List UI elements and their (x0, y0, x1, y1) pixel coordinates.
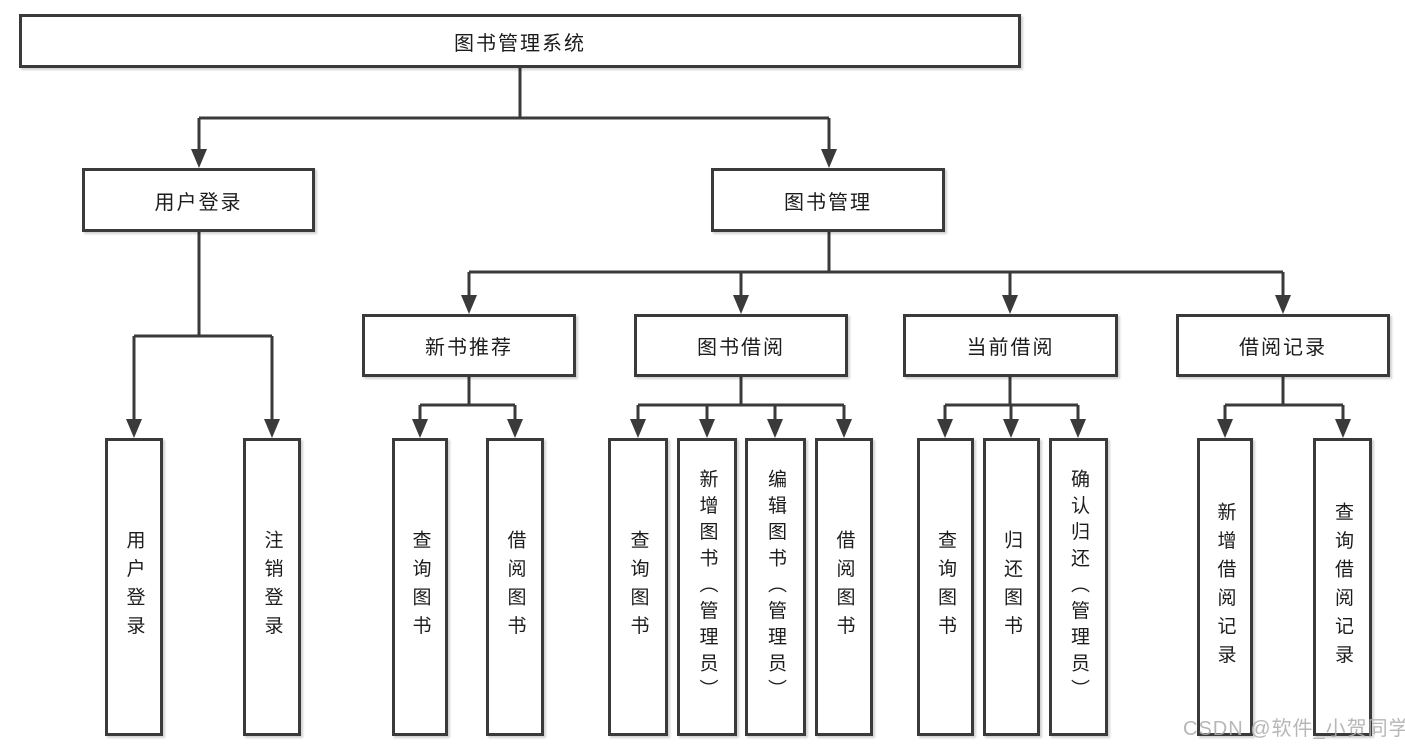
leaf-label: 新增借阅记录 (1214, 501, 1236, 673)
csdn-watermark: CSDN @软件_小贺同学 (1183, 718, 1405, 740)
leaf-borrow-edit-books-admin: 编辑图书（管理员） (745, 438, 806, 736)
leaf-records-add-record: 新增借阅记录 (1197, 438, 1253, 736)
leaf-label: 查询图书 (935, 530, 956, 644)
node-label: 图书借阅 (697, 337, 785, 359)
node-label: 用户登录 (154, 191, 243, 214)
node-borrowing-records: 借阅记录 (1176, 314, 1390, 377)
leaf-borrow-borrow-books: 借阅图书 (815, 438, 873, 736)
leaf-label: 编辑图书（管理员） (765, 469, 786, 705)
node-label: 新书推荐 (425, 337, 513, 359)
leaf-current-query-books: 查询图书 (917, 438, 974, 736)
leaf-label: 查询图书 (409, 530, 431, 644)
leaf-borrow-query-books: 查询图书 (608, 438, 668, 736)
leaf-label: 用户登录 (123, 530, 145, 644)
leaf-borrow-add-books-admin: 新增图书（管理员） (677, 438, 737, 736)
leaf-label: 确认归还（管理员） (1068, 469, 1089, 705)
leaf-records-query-record: 查询借阅记录 (1313, 438, 1372, 736)
node-library-management-system: 图书管理系统 (19, 14, 1021, 68)
connector-current-split (943, 377, 1080, 420)
leaf-label: 查询图书 (627, 530, 649, 644)
connector-login-split (132, 232, 274, 420)
node-user-login: 用户登录 (82, 168, 315, 232)
node-label: 图书管理 (784, 191, 872, 214)
leaf-recommend-borrow-books: 借阅图书 (486, 438, 544, 736)
node-current-borrowing: 当前借阅 (903, 314, 1118, 377)
node-label: 图书管理系统 (454, 32, 586, 55)
connector-root-to-level2 (197, 68, 831, 150)
leaf-user-login: 用户登录 (105, 438, 163, 736)
connector-mgmt-to-level3 (467, 232, 1285, 296)
node-label: 当前借阅 (966, 337, 1055, 359)
leaf-recommend-query-books: 查询图书 (392, 438, 448, 736)
leaf-label: 新增图书（管理员） (696, 469, 718, 705)
node-book-borrowing: 图书借阅 (634, 314, 848, 377)
leaf-current-return-books: 归还图书 (983, 438, 1040, 736)
leaf-logout: 注销登录 (243, 438, 301, 736)
leaf-label: 注销登录 (261, 530, 283, 644)
leaf-label: 借阅图书 (504, 530, 526, 644)
arrowheads (126, 149, 1351, 438)
connector-recommend-split (418, 377, 517, 420)
node-label: 借阅记录 (1239, 337, 1327, 359)
leaf-label: 查询借阅记录 (1332, 501, 1353, 673)
leaf-label: 归还图书 (1001, 530, 1022, 644)
node-book-management: 图书管理 (711, 168, 945, 232)
connector-records-split (1223, 377, 1345, 420)
leaf-current-confirm-return-admin: 确认归还（管理员） (1049, 438, 1108, 736)
connector-borrow-split (636, 377, 846, 420)
leaf-label: 借阅图书 (833, 530, 855, 644)
node-new-book-recommend: 新书推荐 (362, 314, 576, 377)
